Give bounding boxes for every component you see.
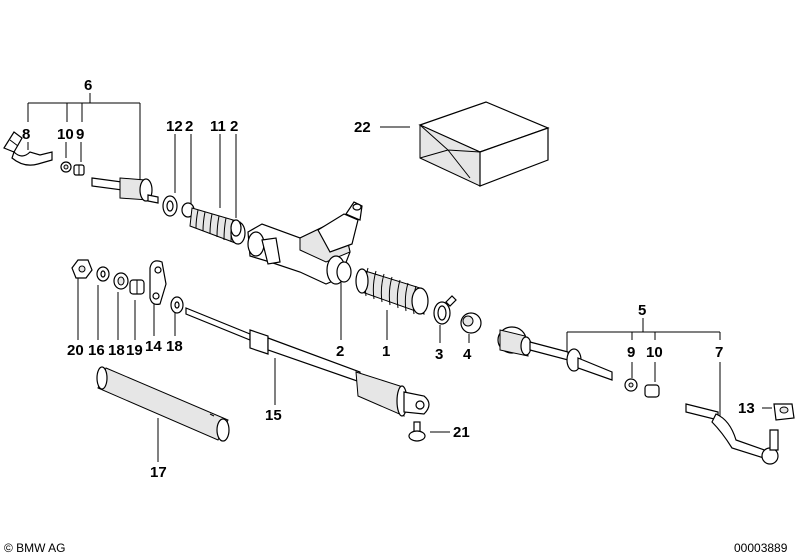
label-4: 4 <box>463 346 472 363</box>
label-5: 5 <box>638 302 646 319</box>
label-20: 20 <box>67 342 84 359</box>
part-10-nut <box>60 161 72 173</box>
label-20-16-18-19-14-18-leaders <box>77 276 176 340</box>
label-3: 3 <box>435 346 443 363</box>
label-12-2-11-2-leaders <box>174 134 237 218</box>
part-8-tie-rod-end <box>3 131 53 166</box>
label-1: 1 <box>382 343 390 360</box>
label-19: 19 <box>126 342 143 359</box>
label-6-leader <box>27 93 141 185</box>
drawing-number: 00003889 <box>734 541 788 555</box>
part-12-washer <box>162 195 178 217</box>
part-6-inner-tie-rod <box>91 177 159 204</box>
label-10-b: 10 <box>646 344 663 361</box>
label-5-leader <box>566 318 721 418</box>
part-22-repair-kit-box <box>418 101 550 187</box>
label-22: 22 <box>354 119 371 136</box>
part-9-nut-right <box>624 378 638 392</box>
part-1-bellows <box>355 267 429 315</box>
part-2-clamp-left-b <box>230 219 242 237</box>
label-2-c: 2 <box>336 343 344 360</box>
label-13: 13 <box>738 400 755 417</box>
label-8: 8 <box>22 126 30 143</box>
part-7-tie-rod-end <box>685 403 779 465</box>
steering-gear-housing <box>247 201 363 285</box>
label-9: 9 <box>76 126 84 143</box>
part-14-bracket <box>149 260 167 305</box>
part-21-bolt <box>408 421 450 442</box>
part-15-steering-rack <box>185 307 430 417</box>
label-21: 21 <box>453 424 470 441</box>
label-18-b: 18 <box>166 338 183 355</box>
part-19-bushing <box>129 279 145 295</box>
label-6: 6 <box>84 77 92 94</box>
label-2-b: 2 <box>230 118 238 135</box>
label-2: 2 <box>185 118 193 135</box>
label-18: 18 <box>108 342 125 359</box>
part-13-nut <box>762 403 795 421</box>
label-15: 15 <box>265 407 282 424</box>
part-10-nut-right <box>644 384 660 398</box>
label-17: 17 <box>150 464 167 481</box>
part-5-inner-tie-rod <box>497 326 613 381</box>
label-7: 7 <box>715 344 723 361</box>
part-17-protective-tube <box>96 366 230 442</box>
part-18-washer-b <box>170 296 184 314</box>
part-9-nut <box>73 164 85 176</box>
part-20-nut <box>71 259 93 279</box>
label-2-1-3-4-leaders <box>340 282 470 343</box>
part-18-bushing <box>113 272 129 290</box>
part-3-clamp <box>433 295 457 325</box>
label-11: 11 <box>210 118 226 135</box>
label-16: 16 <box>88 342 105 359</box>
copyright: © BMW AG <box>4 541 66 555</box>
label-12: 12 <box>166 118 183 135</box>
label-10: 10 <box>57 126 74 143</box>
part-4-sleeve <box>460 312 482 334</box>
label-9-b: 9 <box>627 344 635 361</box>
part-16-washer <box>96 266 110 282</box>
label-14: 14 <box>145 338 162 355</box>
